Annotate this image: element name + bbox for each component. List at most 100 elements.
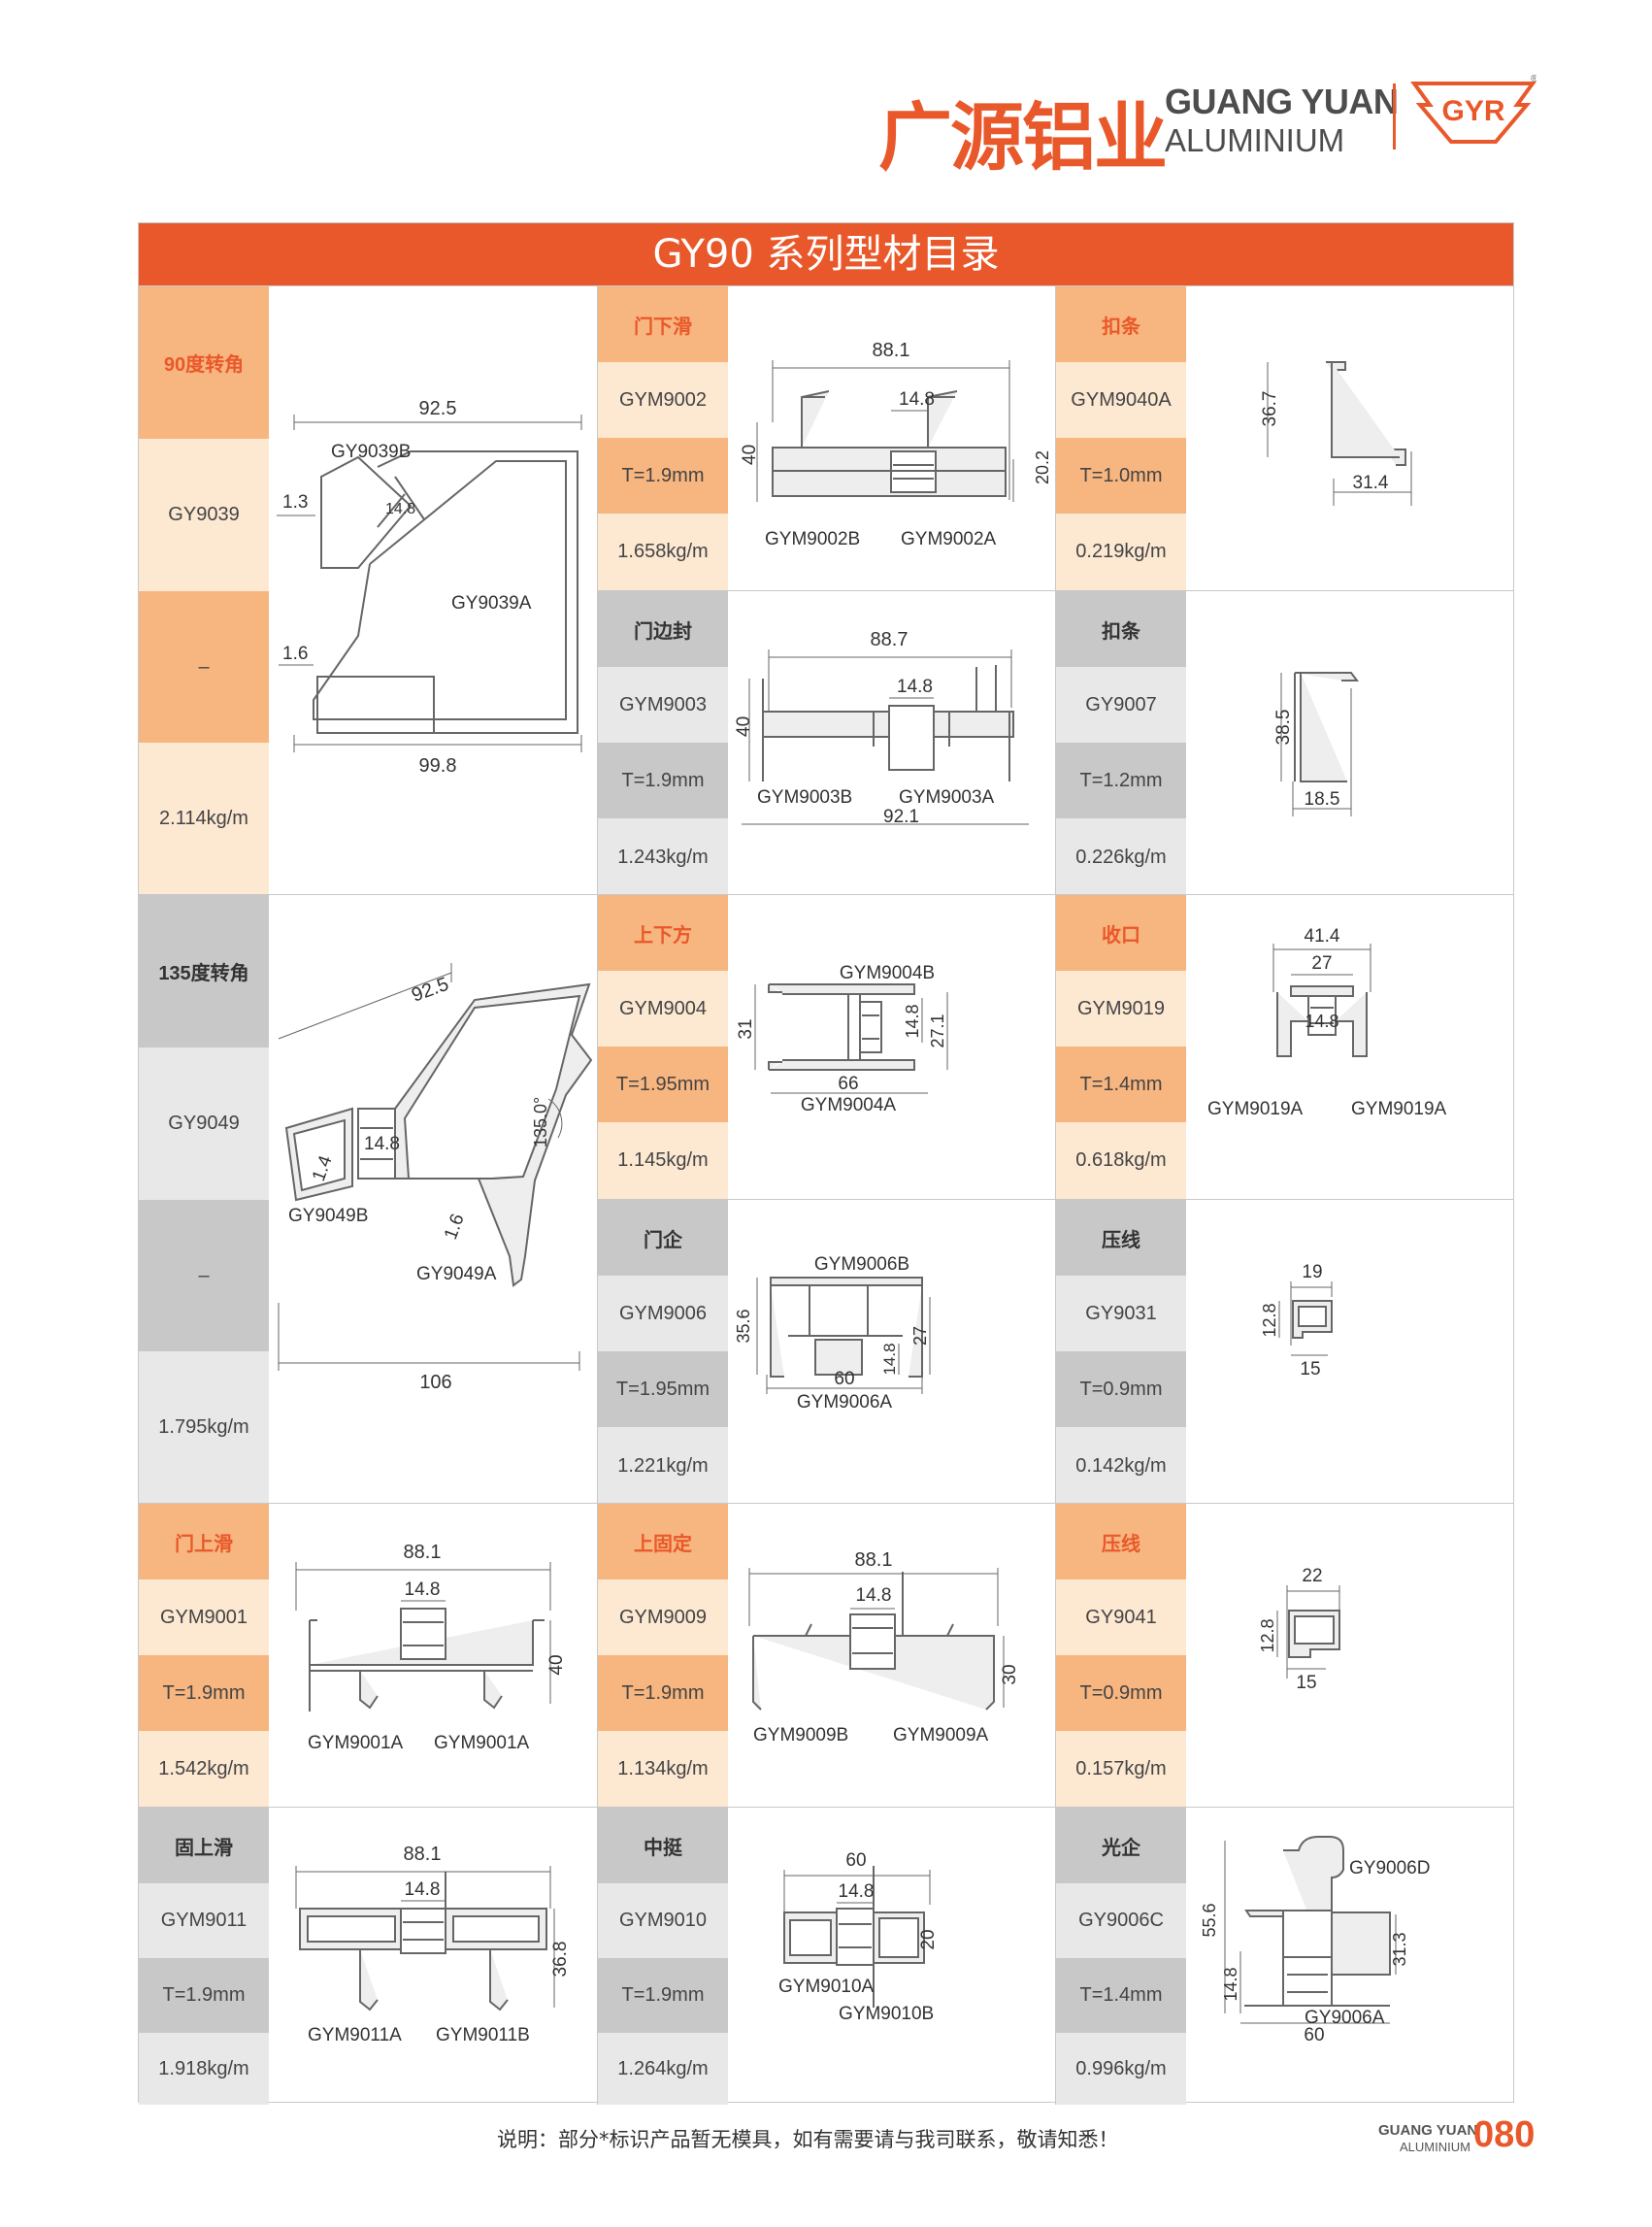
profile-code: GYM9011 xyxy=(139,1883,269,1958)
profile-card-gym9002: 门下滑 GYM9002 T=1.9mm 1.658kg/m xyxy=(598,286,1055,590)
profile-drawing: 92.5 14.8 1.4 GY9049B 1.6 GY9049A 135.0°… xyxy=(278,963,593,1393)
svg-text:GYM9010B: GYM9010B xyxy=(839,2004,934,2024)
catalog-title: GY90 系列型材目录 xyxy=(139,223,1513,285)
profile-thickness: T=1.9mm xyxy=(598,1655,728,1731)
profile-weight: 1.918kg/m xyxy=(139,2033,269,2105)
svg-text:GYM9004A: GYM9004A xyxy=(801,1095,897,1115)
profile-thickness: T=1.95mm xyxy=(598,1047,728,1122)
profile-card-gym9019: 收口 GYM9019 T=1.4mm 0.618kg/m 41.4 27 1 xyxy=(1056,895,1513,1199)
profile-thickness: T=1.9mm xyxy=(598,1958,728,2033)
footer-note: 说明：部分*标识产品暂无模具，如有需要请与我司联系，敬请知悉！ xyxy=(497,2128,1119,2151)
profile-drawing: GYM9004B 31 14.8 27.1 66 GYM9004A xyxy=(736,963,948,1115)
profile-name: 光企 xyxy=(1056,1808,1186,1883)
section-1: 90度转角 GY9039 – 2.114kg/m 92.5 G xyxy=(139,285,1513,896)
profile-card-gym9010: 中挺 GYM9010 T=1.9mm 1.264kg/m xyxy=(598,1808,1055,2105)
svg-text:14.8: 14.8 xyxy=(405,1579,441,1600)
svg-text:60: 60 xyxy=(845,1850,866,1871)
profile-code: GYM9009 xyxy=(598,1579,728,1655)
profile-code: GYM9019 xyxy=(1056,971,1186,1047)
brand-divider xyxy=(1393,83,1396,150)
profile-drawing: 88.7 14.8 40 GYM9003B GYM9003A 92.1 xyxy=(734,629,1029,827)
svg-text:14.8: 14.8 xyxy=(856,1585,892,1606)
profile-thickness: T=1.0mm xyxy=(1056,438,1186,514)
svg-text:27: 27 xyxy=(910,1326,930,1346)
profile-code: GY9041 xyxy=(1056,1579,1186,1655)
profile-thickness: – xyxy=(139,591,269,743)
page-number: 080 xyxy=(1473,2114,1536,2155)
column-divider xyxy=(597,1504,598,1808)
profile-code: GY9039 xyxy=(139,439,269,591)
profile-name: 压线 xyxy=(1056,1504,1186,1579)
svg-text:106: 106 xyxy=(419,1372,451,1393)
svg-text:GY9006A: GY9006A xyxy=(1305,2008,1385,2028)
svg-text:20: 20 xyxy=(918,1929,939,1949)
brand-logo-icon: GYR ® xyxy=(1410,74,1536,144)
column-divider xyxy=(1055,1808,1056,2105)
profile-name: 上固定 xyxy=(598,1504,728,1579)
svg-text:88.7: 88.7 xyxy=(871,629,909,650)
profile-weight: 1.264kg/m xyxy=(598,2033,728,2105)
svg-text:92.1: 92.1 xyxy=(883,807,919,827)
profile-code: GYM9040A xyxy=(1056,362,1186,438)
svg-text:31.4: 31.4 xyxy=(1353,473,1389,493)
column-divider xyxy=(597,1808,598,2105)
svg-text:GYM9011A: GYM9011A xyxy=(308,2025,402,2045)
profile-card-gy9039: 90度转角 GY9039 – 2.114kg/m 92.5 G xyxy=(139,286,597,895)
column-divider xyxy=(597,286,598,895)
svg-text:14.8: 14.8 xyxy=(839,1881,875,1902)
svg-text:GYM9019A: GYM9019A xyxy=(1351,1099,1447,1119)
profile-weight: 0.142kg/m xyxy=(1056,1427,1186,1505)
profile-code: GYM9003 xyxy=(598,667,728,743)
svg-text:GYM9009B: GYM9009B xyxy=(753,1725,848,1745)
profile-thickness: T=1.9mm xyxy=(139,1958,269,2033)
profile-thickness: T=1.9mm xyxy=(139,1655,269,1731)
profile-weight: 0.226kg/m xyxy=(1056,818,1186,896)
svg-text:14.8: 14.8 xyxy=(880,1343,899,1375)
svg-text:31: 31 xyxy=(736,1018,756,1039)
profile-name: 门边封 xyxy=(598,591,728,667)
svg-text:36.7: 36.7 xyxy=(1260,391,1280,427)
svg-text:15: 15 xyxy=(1300,1359,1320,1379)
svg-text:1.3: 1.3 xyxy=(282,492,308,513)
profile-weight: 1.542kg/m xyxy=(139,1731,269,1808)
svg-text:GYM9001A: GYM9001A xyxy=(434,1733,530,1753)
column-divider xyxy=(1055,895,1056,1504)
section-2: 135度转角 GY9049 – 1.795kg/m xyxy=(139,894,1513,1505)
profile-name: 门下滑 xyxy=(598,286,728,362)
svg-text:31.3: 31.3 xyxy=(1390,1932,1409,1966)
profile-code: GY9006C xyxy=(1056,1883,1186,1958)
svg-text:35.6: 35.6 xyxy=(734,1309,753,1343)
svg-text:®: ® xyxy=(1531,74,1536,84)
profile-weight: 1.795kg/m xyxy=(139,1351,269,1504)
svg-text:12.8: 12.8 xyxy=(1258,1618,1277,1652)
profile-thickness: – xyxy=(139,1200,269,1351)
svg-text:12.8: 12.8 xyxy=(1260,1303,1279,1337)
profile-name: 门上滑 xyxy=(139,1504,269,1579)
svg-text:27.1: 27.1 xyxy=(928,1014,947,1047)
svg-text:1.6: 1.6 xyxy=(282,644,308,664)
profile-thickness: T=1.9mm xyxy=(598,438,728,514)
profile-weight: 0.219kg/m xyxy=(1056,514,1186,590)
profile-thickness: T=0.9mm xyxy=(1056,1655,1186,1731)
svg-text:18.5: 18.5 xyxy=(1305,789,1340,810)
footer-brand-name: GUANG YUAN xyxy=(1378,2122,1478,2139)
profile-card-gym9009: 上固定 GYM9009 T=1.9mm 1.134kg/m 88.1 xyxy=(598,1504,1055,1808)
profile-card-gy9007: 扣条 GY9007 T=1.2mm 0.226kg/m 38.5 18.5 xyxy=(1056,590,1513,896)
profile-code: GY9031 xyxy=(1056,1276,1186,1351)
brand-name-cn: 广源铝业 xyxy=(878,94,1168,181)
profile-name: 收口 xyxy=(1056,895,1186,971)
profile-drawing: 22 12.8 15 xyxy=(1258,1566,1340,1693)
svg-text:99.8: 99.8 xyxy=(419,755,457,777)
svg-text:22: 22 xyxy=(1302,1566,1322,1586)
svg-text:14.8: 14.8 xyxy=(364,1134,400,1154)
catalog-table: GY90 系列型材目录 90度转角 GY9039 – 2.114kg/m xyxy=(138,222,1514,2105)
svg-text:14.8: 14.8 xyxy=(405,1879,441,1900)
column-divider xyxy=(1055,1504,1056,1808)
svg-text:92.5: 92.5 xyxy=(419,398,457,419)
profile-thickness: T=1.4mm xyxy=(1056,1958,1186,2033)
profile-weight: 1.145kg/m xyxy=(598,1122,728,1199)
profile-drawing: GYM9006B 35.6 14.8 27 60 GYM9006A xyxy=(734,1254,931,1413)
svg-text:88.1: 88.1 xyxy=(855,1549,893,1571)
svg-text:GYM9002A: GYM9002A xyxy=(901,529,997,549)
svg-text:GYM9003B: GYM9003B xyxy=(757,787,852,808)
